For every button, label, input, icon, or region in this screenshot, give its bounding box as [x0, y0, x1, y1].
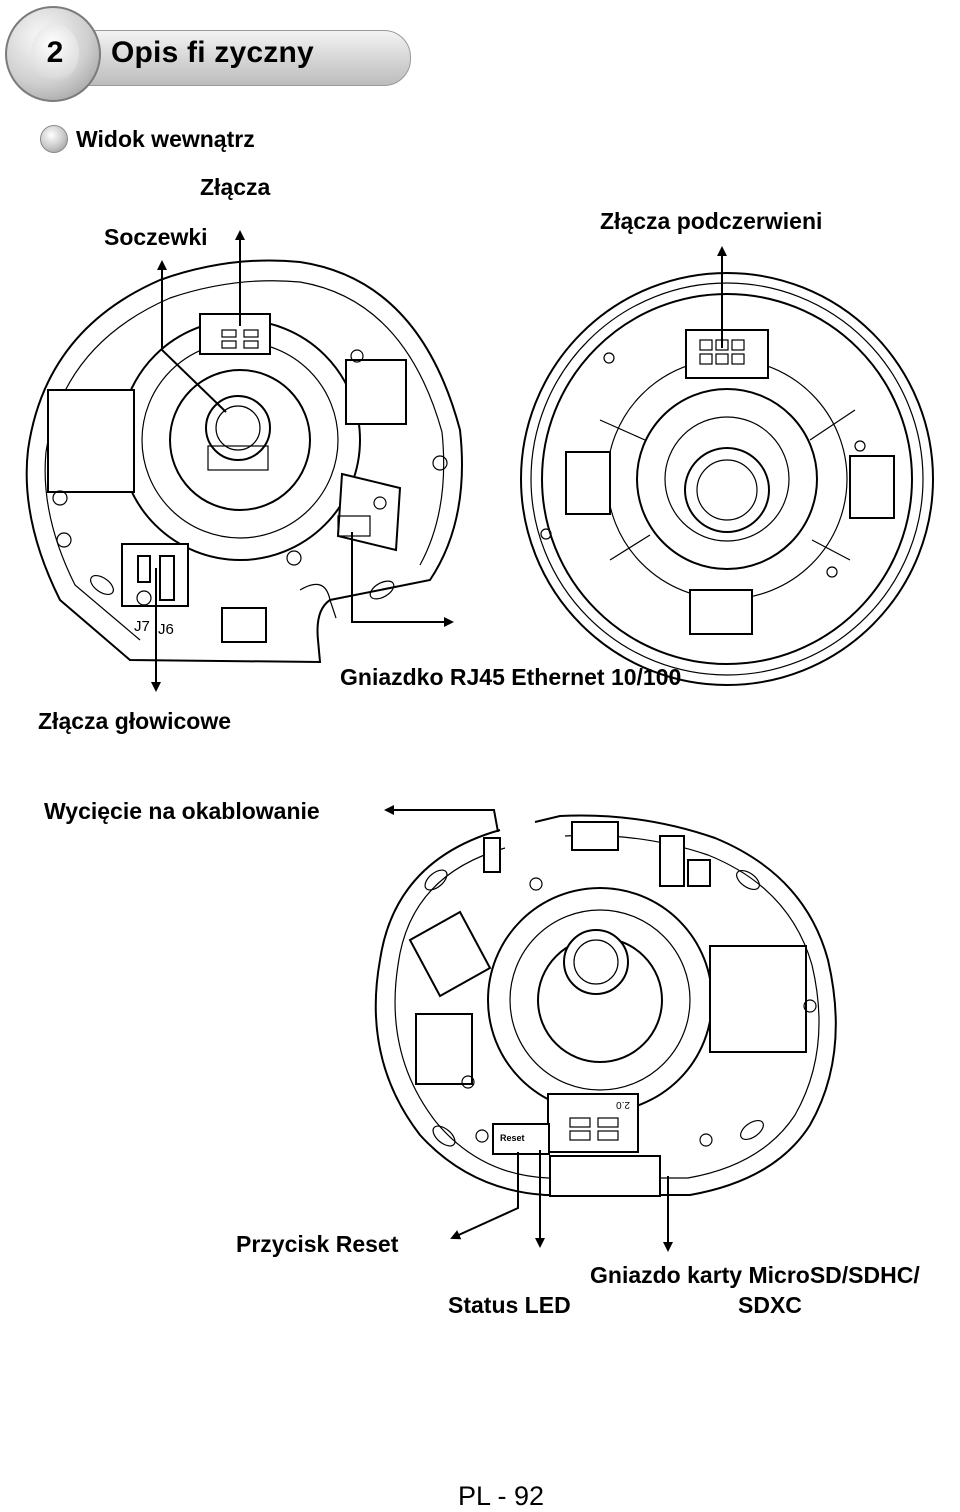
bullet-icon	[40, 125, 68, 153]
section-header: 2 Opis fi zyczny	[5, 6, 411, 102]
label-microsd-slot-line1: Gniazdo karty MicroSD/SDHC/	[590, 1262, 920, 1288]
label-connectors: Złącza	[200, 174, 271, 200]
label-head-connectors: Złącza głowicowe	[38, 708, 231, 734]
callout-arrows	[151, 230, 727, 1252]
pcb-label-j6: J6	[158, 621, 174, 638]
section-title: Opis fi zyczny	[111, 36, 314, 69]
label-microsd-slot-line2: SDXC	[738, 1292, 802, 1318]
label-reset-button: Przycisk Reset	[236, 1231, 399, 1257]
label-rj45-socket: Gniazdko RJ45 Ethernet 10/100	[340, 664, 682, 690]
pcb-label-version: 2.0	[616, 1099, 630, 1110]
camera-interior-right	[520, 272, 934, 686]
label-status-led: Status LED	[448, 1292, 571, 1318]
page-number: PL - 92	[458, 1481, 545, 1511]
chapter-number: 2	[31, 24, 79, 82]
pcb-label-reset: Reset	[500, 1133, 525, 1143]
label-ir-connectors: Złącza podczerwieni	[600, 208, 823, 234]
label-lenses: Soczewki	[104, 224, 208, 250]
header-bar	[49, 30, 411, 86]
camera-interior-bottom: Reset 2.0	[374, 814, 837, 1197]
chapter-badge: 2	[5, 6, 101, 102]
subsection-title: Widok wewnątrz	[76, 126, 255, 152]
label-cable-cutout: Wycięcie na okablowanie	[44, 798, 320, 824]
camera-interior-left: J7 J6	[25, 259, 463, 664]
pcb-label-j7: J7	[134, 618, 150, 635]
